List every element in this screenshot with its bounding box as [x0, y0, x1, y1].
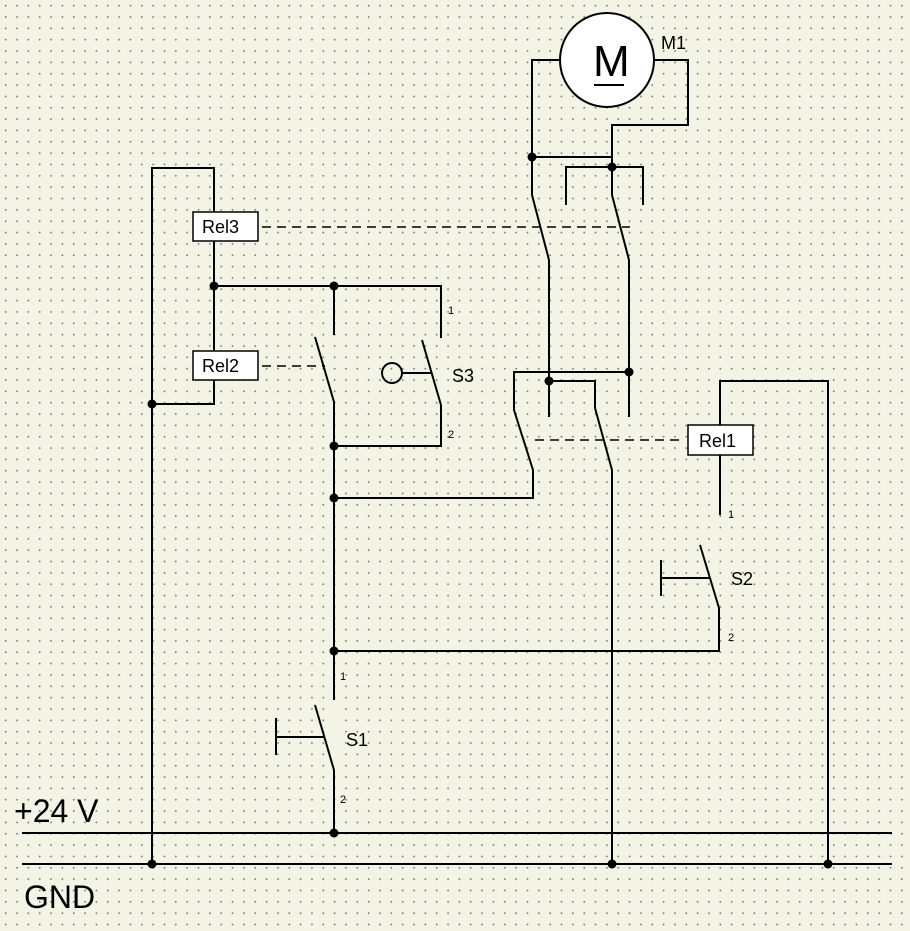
- rel2-contact-blade: [314, 336, 335, 403]
- rel3-contact-b-blade: [611, 194, 630, 261]
- rel3-supply-wire: [151, 167, 215, 864]
- rel2-return-wire: [152, 380, 215, 405]
- s3-pin-1: 1: [448, 305, 454, 317]
- junction-dot: [607, 859, 617, 869]
- s1-label: S1: [346, 730, 368, 750]
- junction-dot: [329, 441, 339, 451]
- rel1-ground-return-wire: [719, 380, 829, 864]
- rel1-contact-a-feed-wire: [334, 470, 534, 499]
- s2-pin-2: 2: [728, 632, 734, 644]
- rel2-coil-box: [192, 350, 259, 381]
- rel3-label: Rel3: [202, 217, 239, 237]
- junction-dot: [527, 152, 537, 162]
- junction-dot: [147, 859, 157, 869]
- rel1-contact-a-upper-wire: [513, 371, 629, 410]
- motor-symbol-letter: M: [593, 37, 630, 86]
- s2-pushbutton: S2 2: [334, 544, 753, 652]
- motor-left-wire: [531, 59, 560, 157]
- s3-top-wire: [214, 285, 442, 338]
- rel3-bracket-wire: [565, 166, 644, 205]
- motor-right-wire: [611, 59, 689, 167]
- s2-pin-1: 1: [728, 509, 734, 521]
- s3-pin-2: 2: [448, 429, 454, 441]
- rel3-coil-box: [192, 211, 259, 242]
- s1-gap-mask: [326, 700, 342, 772]
- s2-bottom-wire: [334, 608, 720, 652]
- junction-dot: [147, 399, 157, 409]
- s3-pushbutton: S3 2: [334, 339, 474, 447]
- supply-label: +24 V: [14, 793, 99, 829]
- s3-label: S3: [452, 366, 474, 386]
- s3-actuator-icon: [381, 362, 403, 384]
- rel1-contact-b-blade: [594, 407, 613, 471]
- ground-label: GND: [24, 879, 95, 915]
- s3-blade: [421, 339, 442, 406]
- s1-pushbutton: S1 1 2: [275, 651, 368, 833]
- junction-dot: [329, 493, 339, 503]
- s1-pin-2: 2: [340, 794, 346, 806]
- junction-dot: [329, 828, 339, 838]
- rel1-contact-a-blade: [513, 409, 534, 471]
- s3-bottom-wire: [334, 405, 442, 447]
- rel2-label: Rel2: [202, 356, 239, 376]
- junction-dot: [823, 859, 833, 869]
- s2-label: S2: [731, 569, 753, 589]
- motor-m1: M M1: [559, 12, 686, 108]
- rel1-contact-b-upper-wire: [549, 380, 596, 408]
- rel3-crossover-wire: [532, 156, 613, 167]
- rel1-label: Rel1: [699, 431, 736, 451]
- s1-pin-1: 1: [340, 671, 346, 683]
- junction-dot: [607, 162, 617, 172]
- s2-blade: [699, 544, 720, 609]
- motor-label: M1: [661, 33, 686, 53]
